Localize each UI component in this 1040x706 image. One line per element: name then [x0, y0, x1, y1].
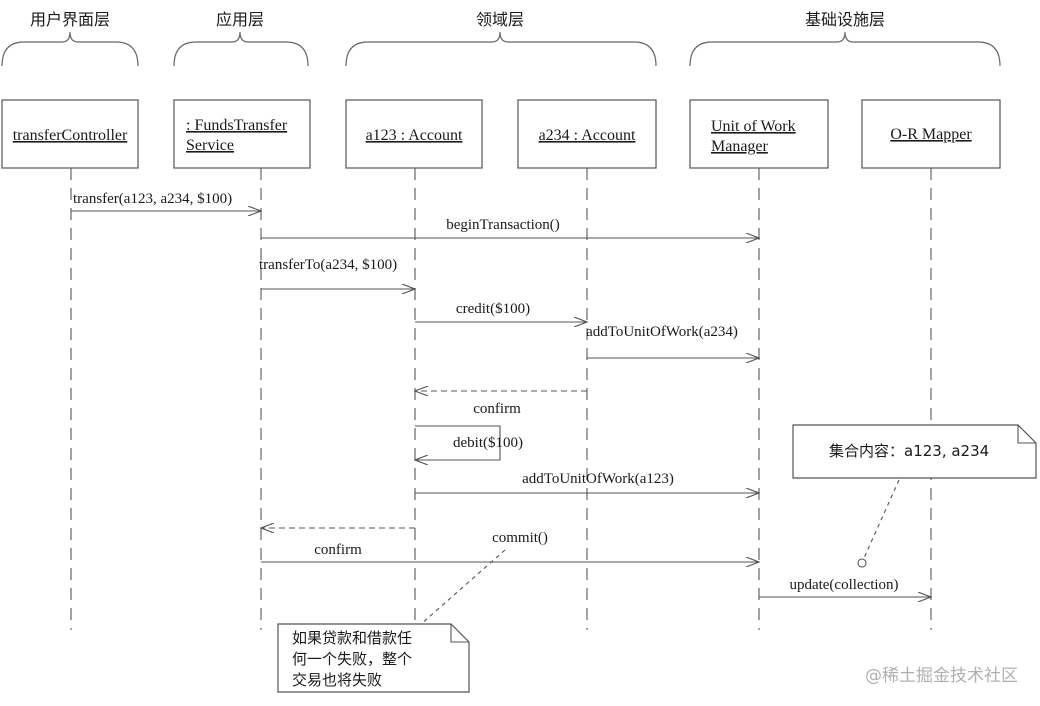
layer-title-infra: 基础设施层	[805, 10, 885, 29]
message-add-to-unit-of-work-a234: addToUnitOfWork(a234)	[586, 324, 759, 358]
svg-text:addToUnitOfWork(a123): addToUnitOfWork(a123)	[522, 471, 674, 487]
svg-text:Unit of Work: Unit of Work	[711, 118, 796, 135]
svg-text:O-R Mapper: O-R Mapper	[890, 126, 972, 143]
layer-title-app: 应用层	[216, 10, 264, 29]
svg-text:Service: Service	[186, 137, 234, 154]
watermark: @稀土掘金技术社区	[865, 666, 1018, 686]
svg-text:transfer(a123, a234, $100): transfer(a123, a234, $100)	[73, 191, 232, 207]
svg-text:transferTo(a234, $100): transferTo(a234, $100)	[259, 257, 397, 273]
object-or-mapper: O-R Mapper	[861, 99, 1001, 169]
message-transfer-to: transferTo(a234, $100)	[259, 257, 415, 289]
svg-text:集合内容：a123, a234: 集合内容：a123, a234	[829, 442, 989, 460]
message-begin-transaction: beginTransaction()	[261, 217, 759, 238]
svg-text:何一个失败，整个: 何一个失败，整个	[292, 650, 412, 668]
object-unit-of-work-manager: Unit of Work Manager	[689, 99, 829, 169]
message-debit-self: debit($100)	[415, 425, 523, 460]
note-failure-connector	[419, 549, 506, 626]
svg-text:confirm: confirm	[314, 542, 362, 558]
message-confirm-commit: confirm	[261, 542, 759, 562]
layer-title-domain: 领域层	[476, 10, 524, 29]
note-collection-connector	[863, 479, 900, 559]
message-update-collection: update(collection)	[759, 577, 931, 597]
svg-text:credit($100): credit($100)	[456, 301, 530, 317]
layer-brace-ui	[1, 31, 139, 67]
svg-text:a234 : Account: a234 : Account	[539, 127, 636, 144]
layer-brace-app	[173, 31, 309, 67]
commit-label: commit()	[492, 530, 548, 546]
svg-text:如果贷款和借款任: 如果贷款和借款任	[292, 629, 412, 647]
object-controller: transferController	[1, 99, 139, 169]
note-collection-anchor	[857, 558, 867, 568]
svg-text:: FundsTransfer: : FundsTransfer	[186, 117, 288, 134]
layer-brace-infra	[689, 31, 1001, 67]
object-account-a123: a123 : Account	[345, 99, 483, 169]
svg-text:transferController: transferController	[13, 127, 128, 144]
svg-text:a123 : Account: a123 : Account	[366, 127, 463, 144]
message-add-to-unit-of-work-a123: addToUnitOfWork(a123)	[415, 471, 759, 493]
object-funds-transfer-service: : FundsTransfer Service	[173, 99, 311, 169]
svg-text:beginTransaction(): beginTransaction()	[446, 217, 560, 233]
svg-text:debit($100): debit($100)	[453, 435, 523, 451]
svg-text:Manager: Manager	[711, 138, 769, 155]
svg-text:addToUnitOfWork(a234): addToUnitOfWork(a234)	[586, 324, 738, 340]
svg-text:交易也将失败: 交易也将失败	[292, 671, 382, 689]
message-transfer: transfer(a123, a234, $100)	[71, 191, 261, 211]
message-confirm-return-a234: confirm	[415, 391, 587, 417]
layer-title-ui: 用户界面层	[30, 10, 110, 29]
layer-brace-domain	[345, 31, 657, 67]
note-failure: 如果贷款和借款任 何一个失败，整个 交易也将失败	[277, 623, 470, 693]
svg-text:confirm: confirm	[473, 401, 521, 417]
message-credit: credit($100)	[415, 301, 587, 322]
object-account-a234: a234 : Account	[517, 99, 657, 169]
note-collection-contents: 集合内容：a123, a234	[792, 424, 1037, 479]
svg-text:update(collection): update(collection)	[789, 577, 898, 593]
